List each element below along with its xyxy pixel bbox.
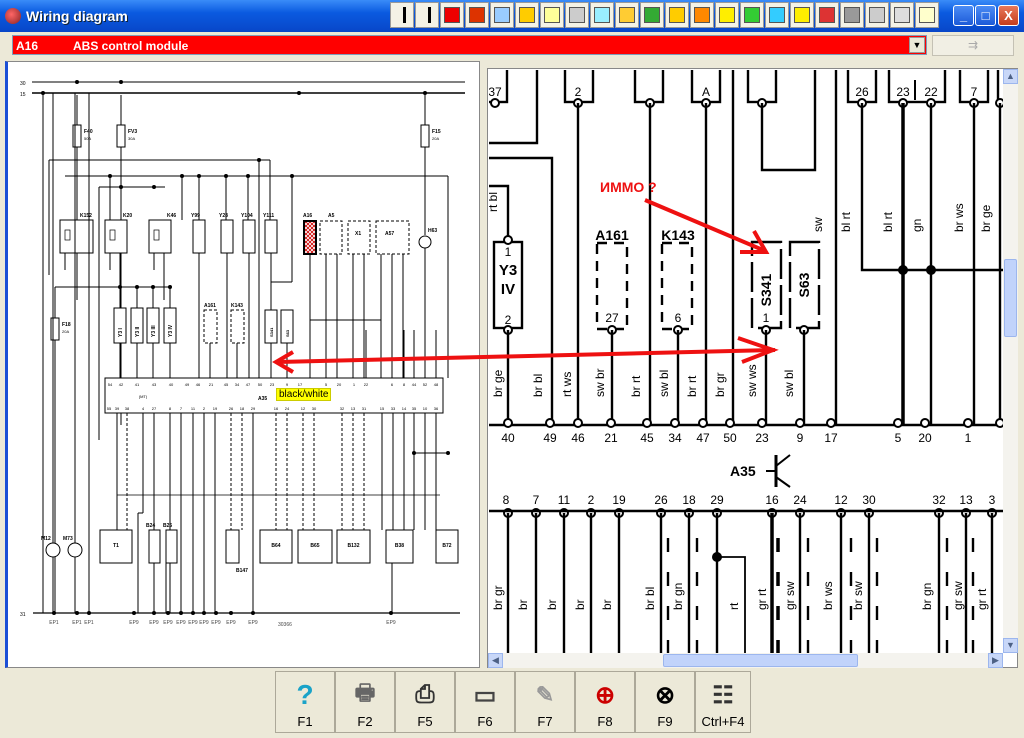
component-description: ABS control module	[73, 39, 189, 53]
wire-color-tooltip: black/white	[276, 388, 332, 401]
scroll-left-icon[interactable]: ◀	[488, 653, 503, 668]
vertical-scroll-thumb[interactable]	[1004, 259, 1017, 337]
previous-icon	[423, 7, 431, 23]
toolbar-button-battery[interactable]	[615, 2, 639, 28]
toolbar-button-gearbox[interactable]	[890, 2, 914, 28]
function-key-bar: ? F1 🖶 F2 ⎙ F5 ▭ F6 ✎ F7 ⊕ F8 ⊗ F9 ☷ Ctrl+F4	[0, 668, 1024, 738]
warning-icon	[444, 7, 460, 23]
function-key-f1[interactable]: ? F1	[275, 671, 335, 733]
component-icon	[469, 7, 485, 23]
spark-icon	[694, 7, 710, 23]
horizontal-scroll-thumb[interactable]	[663, 654, 858, 667]
gearbox-icon	[894, 7, 910, 23]
minimize-button[interactable]: _	[953, 5, 974, 26]
toolbar-button-wiring[interactable]	[490, 2, 514, 28]
function-key-f8[interactable]: ⊕ F8	[575, 671, 635, 733]
toolbar-button-brake[interactable]	[815, 2, 839, 28]
toolbar-button-info[interactable]	[915, 2, 939, 28]
scroll-right-icon[interactable]: ▶	[988, 653, 1003, 668]
function-key-f2[interactable]: 🖶 F2	[335, 671, 395, 733]
title-bar: Wiring diagram _ □ X	[0, 0, 1024, 32]
relay-icon	[719, 7, 735, 23]
wheel-icon	[569, 7, 585, 23]
function-key-label: F7	[537, 714, 553, 729]
toolbar-button-spark[interactable]	[690, 2, 714, 28]
print-preview-icon: 🖶	[354, 680, 376, 705]
function-key-f9[interactable]: ⊗ F9	[635, 671, 695, 733]
function-key-label: F1	[297, 714, 313, 729]
toolbar-button-seat[interactable]	[640, 2, 664, 28]
toolbar-button-relay[interactable]	[715, 2, 739, 28]
toolbar-button-tools[interactable]	[540, 2, 564, 28]
toolbar-button-first-page[interactable]	[390, 2, 414, 28]
connector-pins-icon: ▭	[473, 681, 497, 709]
toolbar-button-fault[interactable]	[790, 2, 814, 28]
function-key-label: F9	[657, 714, 673, 729]
function-key-f7[interactable]: ✎ F7	[515, 671, 575, 733]
function-key-label: Ctrl+F4	[701, 714, 745, 729]
toolbar-button-warning[interactable]	[440, 2, 464, 28]
function-key-label: F5	[417, 714, 433, 729]
printer-icon	[744, 7, 760, 23]
brake-icon	[819, 7, 835, 23]
probe-icon: ✎	[535, 682, 555, 707]
scroll-down-icon[interactable]: ▼	[1003, 638, 1018, 653]
printer-icon: ⎙	[415, 681, 435, 708]
scroll-up-icon[interactable]: ▲	[1003, 69, 1018, 84]
component-code: A16	[16, 39, 39, 53]
tools-icon	[544, 7, 560, 23]
jump-button[interactable]: ⇉	[932, 35, 1014, 56]
wiring-icon	[494, 7, 510, 23]
toolbar-button-wheel[interactable]	[565, 2, 589, 28]
component-select[interactable]: A16 ABS control module ▼	[12, 35, 927, 55]
toolbar-button-abs[interactable]	[865, 2, 889, 28]
toolbar-button-camera[interactable]	[765, 2, 789, 28]
maximize-button[interactable]: □	[975, 5, 996, 26]
parts-icon	[594, 7, 610, 23]
window-title: Wiring diagram	[26, 8, 128, 24]
vertical-scrollbar[interactable]: ▲ ▼	[1003, 69, 1018, 653]
function-key-label: F6	[477, 714, 493, 729]
component-zoom-icon: ⊕	[594, 681, 616, 709]
help-icon: ?	[296, 679, 314, 710]
toolbar	[390, 2, 939, 28]
selector-row: A16 ABS control module ▼ ⇉	[0, 32, 1024, 60]
seat-icon	[644, 7, 660, 23]
horizontal-scrollbar[interactable]: ◀ ▶	[488, 653, 1003, 668]
toolbar-button-sensor[interactable]	[515, 2, 539, 28]
function-key-f5[interactable]: ⎙ F5	[395, 671, 455, 733]
function-key-ctrl-f4[interactable]: ☷ Ctrl+F4	[695, 671, 751, 733]
toolbar-button-printer[interactable]	[740, 2, 764, 28]
function-key-f6[interactable]: ▭ F6	[455, 671, 515, 733]
toolbar-button-engine[interactable]	[840, 2, 864, 28]
sensor-icon	[519, 7, 535, 23]
abs-icon	[869, 7, 885, 23]
toolbar-button-service[interactable]	[665, 2, 689, 28]
chevron-down-icon[interactable]: ▼	[909, 37, 925, 53]
function-key-label: F8	[597, 714, 613, 729]
first-page-icon	[398, 7, 406, 23]
window-list-icon: ☷	[712, 681, 734, 709]
app-icon	[5, 8, 21, 24]
jump-icon: ⇉	[967, 38, 979, 52]
camera-icon	[769, 7, 785, 23]
function-key-label: F2	[357, 714, 373, 729]
overview-diagram-panel[interactable]	[5, 61, 480, 668]
fault-icon	[794, 7, 810, 23]
service-icon	[669, 7, 685, 23]
engine-icon	[844, 7, 860, 23]
battery-icon	[619, 7, 635, 23]
detail-diagram-panel[interactable]	[487, 68, 1018, 668]
toolbar-button-component[interactable]	[465, 2, 489, 28]
info-icon	[919, 7, 935, 23]
close-button[interactable]: X	[998, 5, 1019, 26]
toolbar-button-previous[interactable]	[415, 2, 439, 28]
toolbar-button-parts[interactable]	[590, 2, 614, 28]
ground-zoom-icon: ⊗	[654, 681, 676, 709]
